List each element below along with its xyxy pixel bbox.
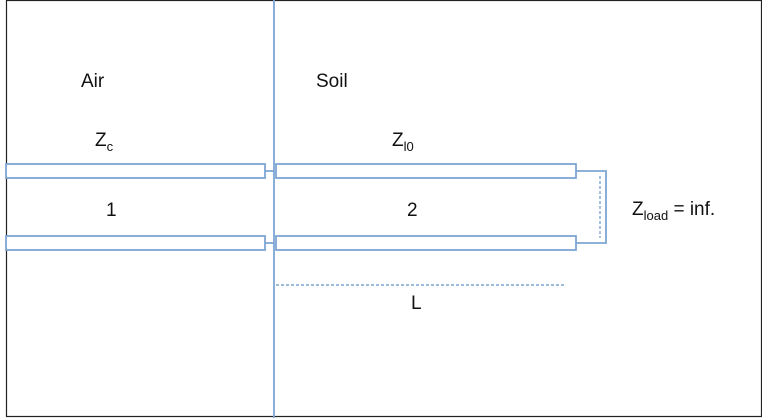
load-impedance-value: = inf. [668, 199, 716, 220]
soil-impedance-subscript: l0 [403, 139, 414, 154]
air-label: Air [81, 71, 105, 92]
load-impedance-symbol: Z [632, 199, 644, 220]
section-2-label: 2 [407, 200, 418, 221]
length-label: L [411, 293, 422, 314]
air-conductor-lower [5, 235, 266, 251]
load-impedance-subscript: load [643, 208, 669, 223]
soil-conductor-upper [275, 163, 577, 179]
soil-impedance-label: Zl0 [392, 131, 414, 153]
air-impedance-label: Zc [95, 131, 113, 153]
soil-conductor-lower [275, 235, 577, 251]
load-impedance-label: Zload = inf. [632, 200, 715, 222]
load-termination-bracket [576, 170, 607, 244]
air-impedance-symbol: Z [95, 130, 107, 151]
section-1-label: 1 [106, 200, 117, 221]
air-impedance-subscript: c [106, 139, 114, 154]
soil-label: Soil [316, 71, 348, 92]
air-conductor-upper [5, 163, 266, 179]
soil-impedance-symbol: Z [392, 130, 404, 151]
